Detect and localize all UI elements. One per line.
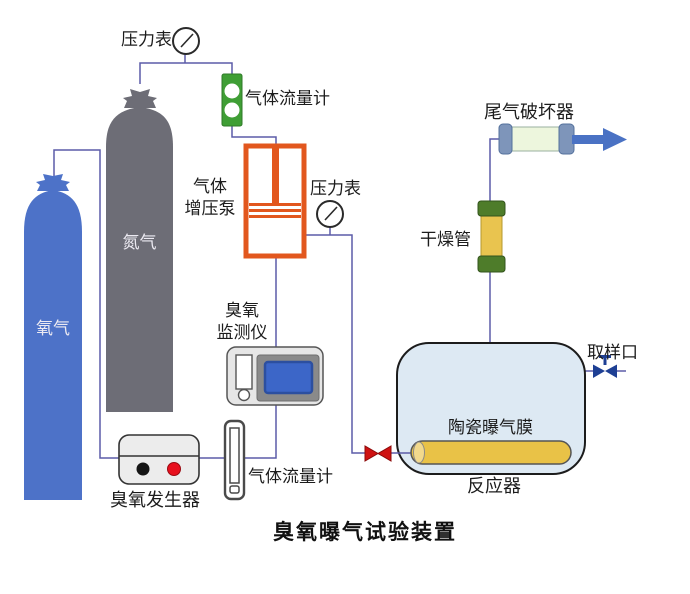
inlet-valve-icon (364, 445, 392, 462)
gas-flow-meter-top (221, 73, 243, 127)
ceramic-membrane-label: 陶瓷曝气膜 (448, 418, 533, 437)
monitor-screen (263, 360, 314, 395)
gas-flow-meter-bottom-label: 气体流量计 (248, 467, 333, 486)
pressure-gauge-mid-icon (316, 200, 344, 228)
ozone-generator-label: 臭氧发生器 (110, 490, 200, 510)
generator-knob-red (167, 462, 181, 476)
ozone-monitor-label-line2: 监测仪 (216, 323, 268, 342)
gas-booster-pump-label-line1: 气体 (193, 177, 227, 196)
gas-flow-meter-bottom (223, 419, 246, 501)
generator-body (118, 434, 200, 485)
drying-tube (477, 200, 506, 273)
pipe-destructor-down (489, 138, 500, 202)
nitrogen-cylinder (106, 89, 173, 412)
ceramic-membrane (410, 440, 572, 465)
generator-knob-black (136, 462, 150, 476)
pipe-flowmeter-to-pump (231, 126, 277, 147)
pipe-pump-to-flowmeter2 (245, 256, 277, 459)
sampling-port-label: 取样口 (587, 343, 638, 362)
reactor (390, 342, 586, 475)
pump-divider (272, 146, 279, 203)
tail-gas-destructor-label: 尾气破坏器 (484, 102, 574, 122)
pipe-pump-to-reactor (303, 234, 366, 454)
oxygen-cylinder-label: 氧气 (36, 319, 70, 338)
gas-booster-pump-label-line2: 增压泵 (184, 199, 236, 218)
ozone-monitor-label-line1: 臭氧 (225, 301, 259, 320)
destructor-cap-right (558, 123, 575, 155)
drying-tube-cap-bottom (477, 255, 506, 273)
pipe-network (53, 54, 626, 459)
drying-tube-cap-top (477, 200, 506, 217)
nitrogen-cylinder-body (106, 107, 173, 412)
ozone-generator (118, 434, 200, 485)
oxygen-cylinder (24, 174, 82, 500)
pump-coil3 (249, 215, 301, 218)
drying-tube-label: 干燥管 (420, 230, 471, 249)
pump-coil2 (249, 209, 301, 212)
tail-gas-destructor (498, 123, 627, 155)
exhaust-arrow-icon (572, 128, 627, 151)
monitor-tube (235, 354, 253, 390)
flow-meter-bottom-float (229, 485, 240, 494)
gas-booster-pump (243, 143, 307, 259)
ceramic-membrane-end (413, 441, 425, 464)
nitrogen-cylinder-label: 氮气 (122, 233, 157, 252)
oxygen-cylinder-valve (36, 174, 70, 191)
sampling-valve-icon (593, 355, 617, 378)
monitor-knob (237, 388, 251, 402)
pipe-n2-to-flowmeter (139, 62, 233, 84)
destructor-body (510, 126, 562, 152)
pump-coil1 (249, 203, 301, 206)
nitrogen-cylinder-valve (123, 89, 157, 108)
pressure-gauge-top-icon (172, 27, 200, 55)
reactor-label: 反应器 (467, 476, 521, 496)
pipe-o2-to-generator (53, 149, 120, 459)
pressure-gauge-top-label: 压力表 (121, 30, 172, 49)
diagram-title: 臭氧曝气试验装置 (273, 520, 457, 544)
drying-tube-body (480, 209, 503, 261)
flow-meter-top-body (221, 73, 243, 127)
pressure-gauge-mid-label: 压力表 (310, 179, 361, 198)
flow-meter-top-ball1 (224, 83, 240, 99)
gas-flow-meter-top-label: 气体流量计 (245, 89, 330, 108)
destructor-cap-left (498, 123, 513, 155)
flow-meter-bottom-tube (229, 427, 240, 484)
ozone-monitor (226, 346, 324, 406)
flow-meter-top-ball2 (224, 102, 240, 118)
oxygen-cylinder-body (24, 190, 82, 500)
